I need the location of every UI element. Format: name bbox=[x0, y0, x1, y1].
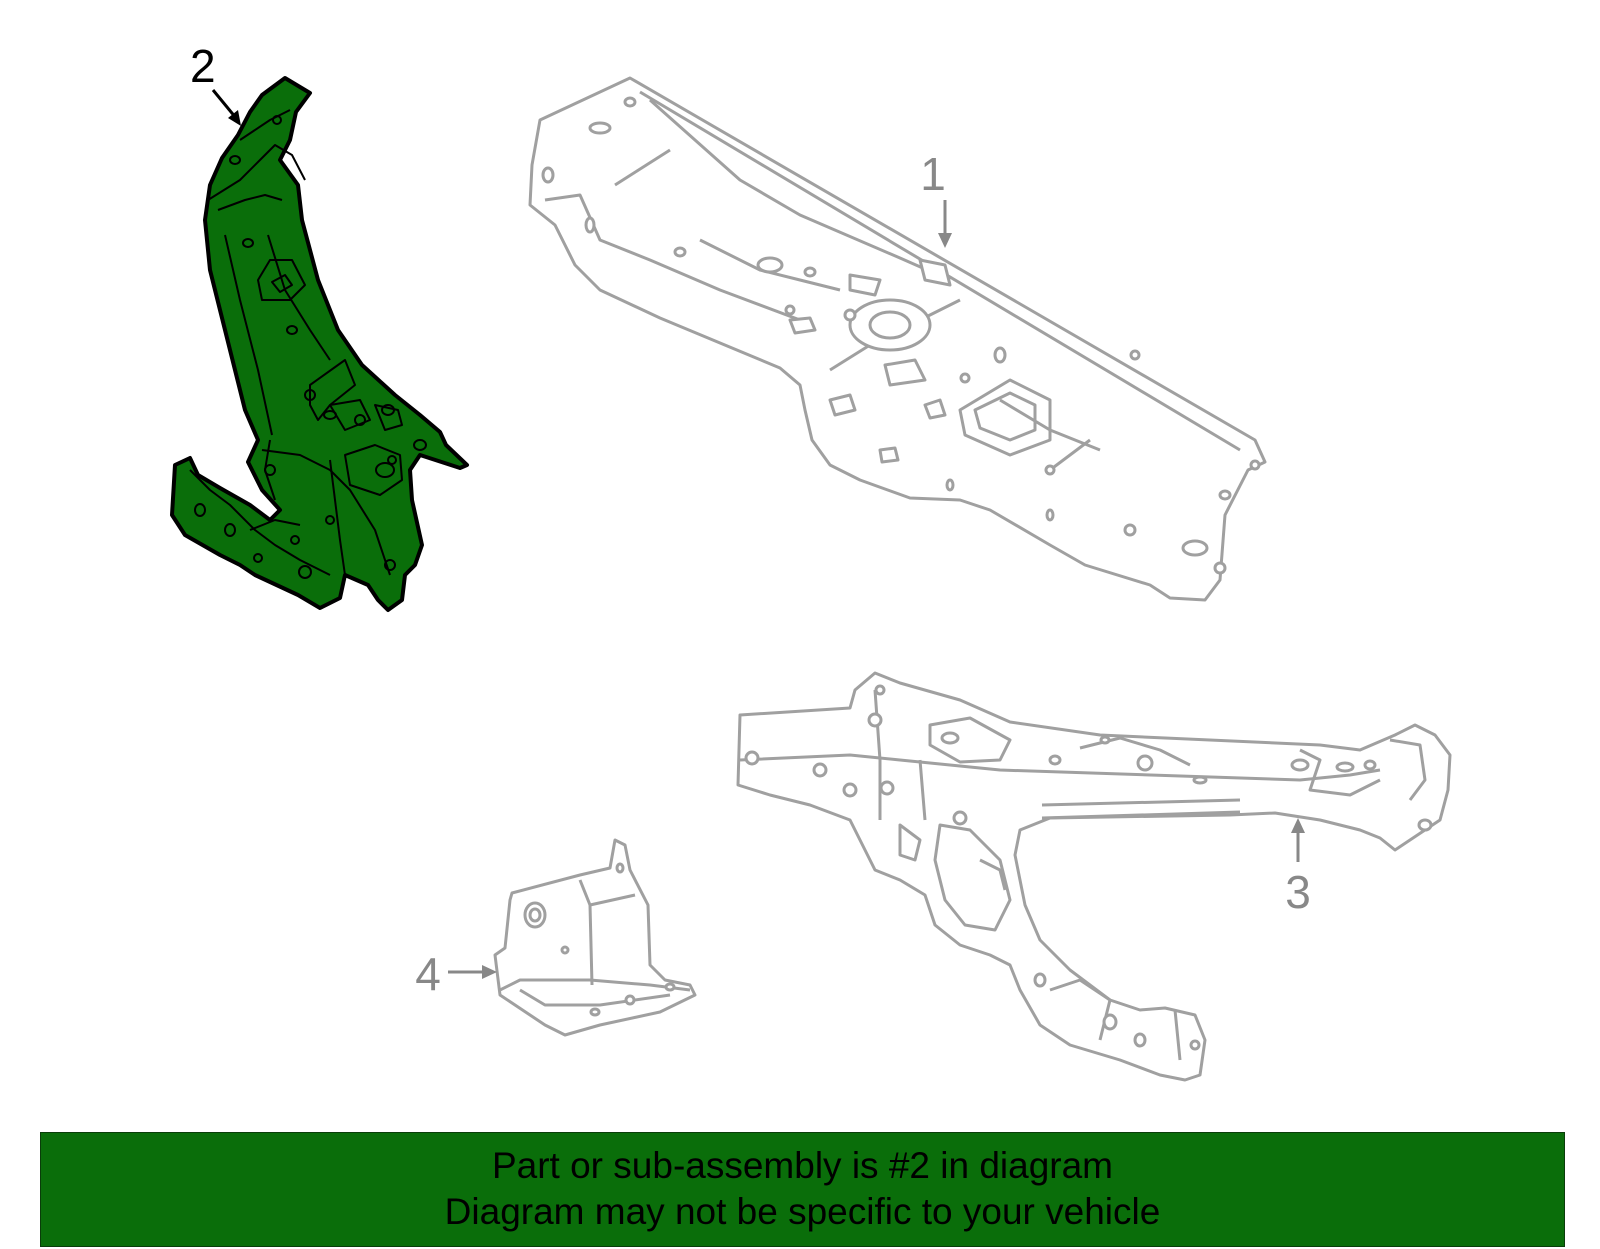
callout-4: 4 bbox=[415, 948, 497, 1000]
part-1-dash-panel[interactable] bbox=[528, 76, 1267, 602]
part-4-bracket[interactable] bbox=[493, 838, 697, 1037]
callout-3-arrowhead bbox=[1291, 818, 1305, 833]
callout-3: 3 bbox=[1285, 818, 1311, 918]
banner-line-2: Diagram may not be specific to your vehi… bbox=[444, 1191, 1161, 1232]
part-2-highlighted-panel[interactable] bbox=[170, 76, 469, 612]
callout-2-arrowhead bbox=[228, 110, 241, 126]
callout-2-arrow-line bbox=[211, 89, 238, 119]
callout-3-label: 3 bbox=[1285, 866, 1311, 918]
banner-line-1: Part or sub-assembly is #2 in diagram bbox=[491, 1145, 1114, 1186]
info-banner: Part or sub-assembly is #2 in diagram Di… bbox=[40, 1132, 1565, 1247]
callout-2: 2 bbox=[190, 40, 241, 126]
callout-2-label: 2 bbox=[190, 40, 216, 92]
callout-1-arrowhead bbox=[938, 233, 952, 248]
callout-1: 1 bbox=[920, 148, 952, 248]
part-3-cross-member[interactable] bbox=[736, 671, 1452, 1082]
callout-1-label: 1 bbox=[920, 148, 946, 200]
callout-4-arrowhead bbox=[482, 965, 497, 979]
callout-4-label: 4 bbox=[415, 948, 441, 1000]
